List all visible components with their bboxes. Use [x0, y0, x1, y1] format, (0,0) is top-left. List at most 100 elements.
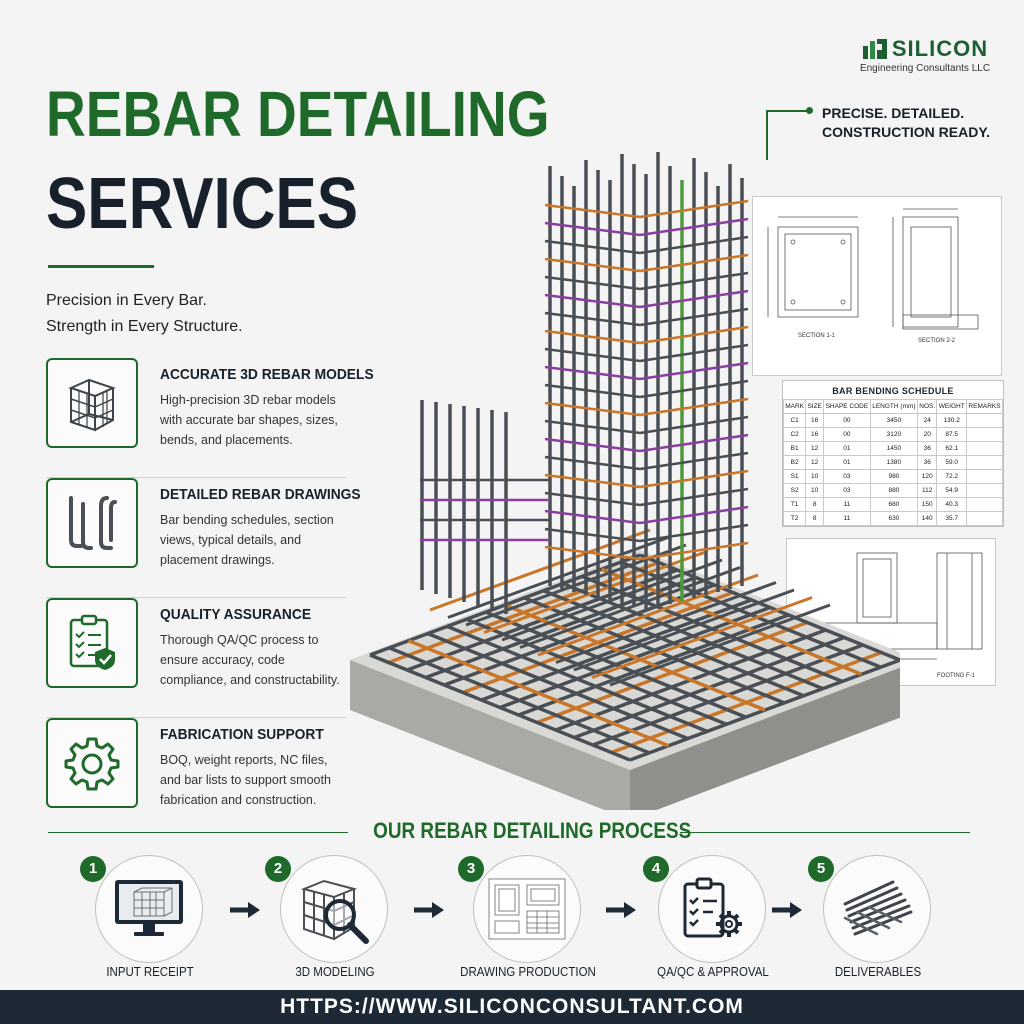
schedule-cell [966, 455, 1003, 470]
rebar-line [544, 203, 641, 219]
website-link[interactable]: HTTPS://WWW.SILICONCONSULTANT.COM [280, 995, 744, 1018]
step-number: 2 [265, 856, 291, 882]
drawing-sheet-icon [473, 855, 581, 963]
section-drawing: SECTION 1-1 SECTION 2-2 [752, 196, 1002, 376]
process-rule-left [48, 832, 348, 833]
company-logo: SILICON Engineering Consultants LLC [850, 36, 1000, 74]
rebar-line [544, 347, 641, 363]
rebar-line [544, 401, 641, 417]
rebar-line [591, 596, 813, 679]
rebar-line [639, 487, 749, 507]
rebar-line [544, 329, 641, 345]
schedule-cell: 8 [805, 511, 825, 526]
step-label: QA/QC & APPROVAL [657, 965, 769, 979]
rebar-line [573, 588, 795, 672]
feature-item: DETAILED REBAR DRAWINGS Bar bending sche… [46, 478, 361, 598]
rebar-line [639, 235, 749, 255]
process-title: OUR REBAR DETAILING PROCESS [373, 818, 692, 843]
tagline-line1: Precision in Every Bar. [46, 292, 207, 309]
rebar-line [544, 257, 641, 273]
bent-bars-icon [46, 478, 138, 568]
rebar-line [388, 646, 650, 755]
schedule-cell: 87.5 [936, 427, 968, 442]
rebar-line [501, 558, 723, 642]
rebar-line [639, 541, 749, 561]
schedule-cell: 11 [823, 511, 871, 526]
callout-line1: PRECISE. DETAILED. [822, 105, 965, 121]
rebar-line [639, 523, 749, 543]
callout-line2: CONSTRUCTION READY. [822, 124, 991, 140]
feature-heading: FABRICATION SUPPORT [160, 726, 324, 743]
rebar-line [429, 528, 651, 612]
rebar-line [519, 566, 741, 649]
schedule-cell: 24 [917, 413, 938, 428]
rebar-line [639, 451, 749, 471]
schedule-cell [966, 483, 1003, 498]
rebar-line [639, 307, 749, 327]
step-number: 4 [643, 856, 669, 882]
schedule-title: BAR BENDING SCHEDULE [832, 386, 954, 396]
feature-item: FABRICATION SUPPORT BOQ, weight reports,… [46, 718, 346, 838]
rebar-cage-illustration [350, 152, 900, 810]
rebar-line [447, 536, 669, 619]
rebar-line [639, 415, 749, 435]
feature-heading: DETAILED REBAR DRAWINGS [160, 486, 361, 503]
process-step-1: 1 INPUT RECEIPT [80, 855, 220, 980]
schedule-cell: 35.7 [936, 511, 968, 526]
arrow-right-icon [772, 902, 802, 918]
rebar-line [544, 311, 641, 327]
schedule-cell: 54.9 [936, 483, 968, 498]
rebar-line [544, 437, 641, 453]
step-number: 1 [80, 856, 106, 882]
rebar-line [544, 365, 641, 381]
process-step-4: 4 QA/QC & APPROVAL [643, 855, 783, 980]
feature-item: QUALITY ASSURANCE Thorough QA/QC process… [46, 598, 346, 718]
checklist-shield-icon [46, 598, 138, 688]
rebar-line [427, 631, 689, 741]
schedule-cell: 40.3 [936, 497, 968, 512]
schedule-cell: 112 [917, 483, 938, 498]
title-underline [48, 265, 154, 268]
schedule-cell: 20 [917, 427, 938, 442]
rebar-line [639, 343, 749, 363]
rebar-line [639, 361, 749, 381]
logo-subtitle: Engineering Consultants LLC [859, 63, 991, 74]
schedule-cell: 120 [917, 469, 938, 484]
schedule-cell: 140 [917, 511, 938, 526]
schedule-cell: 62.1 [936, 441, 968, 456]
process-step-2: 2 3D MODELING [265, 855, 405, 980]
schedule-cell: 630 [869, 511, 919, 526]
step-number: 5 [808, 856, 834, 882]
process-step-5: 5 DELIVERABLES [808, 855, 948, 980]
rebar-line [639, 469, 749, 489]
rebar-line [639, 379, 749, 399]
step-label: 3D MODELING [295, 965, 375, 979]
schedule-cell: 36 [917, 441, 938, 456]
schedule-cell: T2 [782, 511, 807, 526]
schedule-cell: 72.2 [936, 469, 968, 484]
schedule-header-cell: NOS. [917, 399, 938, 414]
section1-label: SECTION 1-1 [798, 333, 836, 339]
page-title-line1: REBAR DETAILING [46, 78, 550, 150]
arrow-right-icon [230, 902, 260, 918]
rebar-line [639, 505, 749, 525]
schedule-cell: 150 [917, 497, 938, 512]
rebar-line [639, 199, 749, 219]
rebar-line [537, 573, 759, 657]
feature-list: ACCURATE 3D REBAR MODELS High-precision … [46, 358, 374, 838]
feature-description: High-precision 3D rebar models with accu… [160, 393, 338, 447]
rebar-line [446, 624, 708, 734]
rebar-line [407, 639, 670, 748]
rebar-line [609, 603, 831, 687]
feature-description: Thorough QA/QC process to ensure accurac… [160, 633, 340, 687]
rebar-line [544, 473, 641, 489]
monitor-icon [95, 855, 203, 963]
schedule-cell [966, 511, 1003, 526]
schedule-cell [966, 497, 1003, 512]
feature-item: ACCURATE 3D REBAR MODELS High-precision … [46, 358, 374, 478]
step-label: DELIVERABLES [834, 965, 922, 979]
